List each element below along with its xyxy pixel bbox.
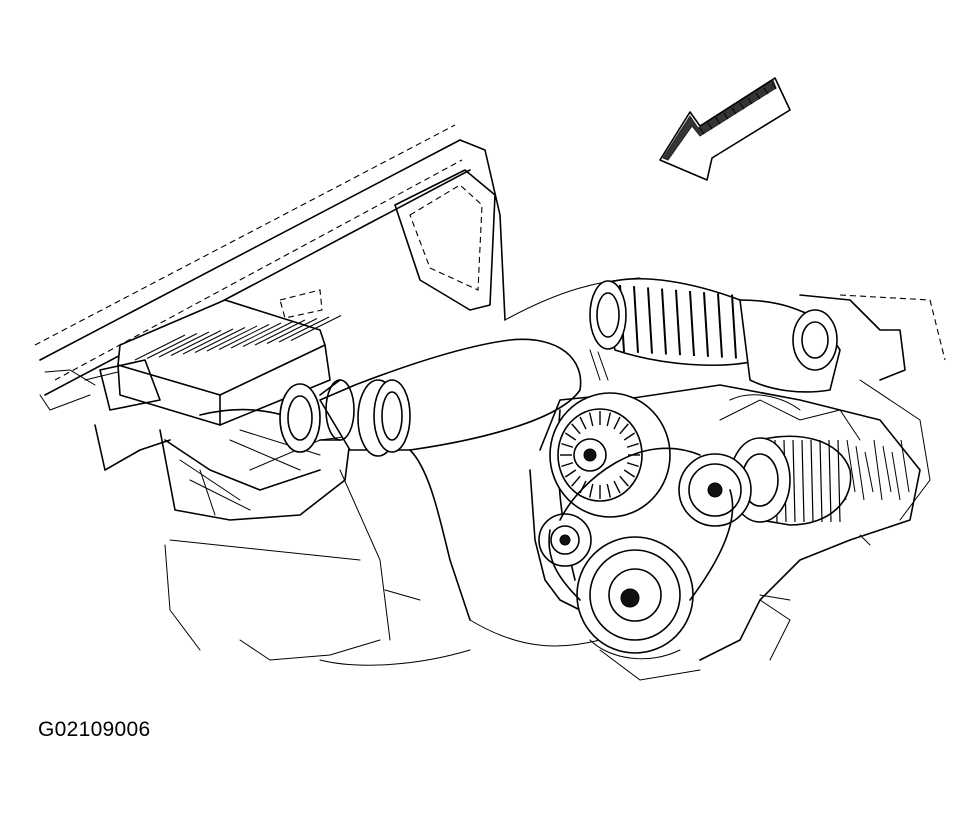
mass-airflow-sensor-coupling: [319, 379, 411, 457]
detail-lines: [384, 534, 871, 601]
crankshaft-pulley: [576, 536, 694, 660]
air-cleaner-housing: [84, 299, 361, 651]
alternator: [549, 392, 671, 518]
water-pump-pulley: [678, 453, 752, 527]
drive-belt: [548, 447, 734, 601]
ac-compressor: [729, 435, 852, 526]
idler-pulley: [538, 513, 592, 567]
throttle-body-elbow: [739, 294, 946, 521]
figure-code: G02109006: [38, 718, 151, 741]
intake-bellows-duct: [589, 278, 761, 366]
front-direction-arrow-icon: [659, 77, 791, 181]
